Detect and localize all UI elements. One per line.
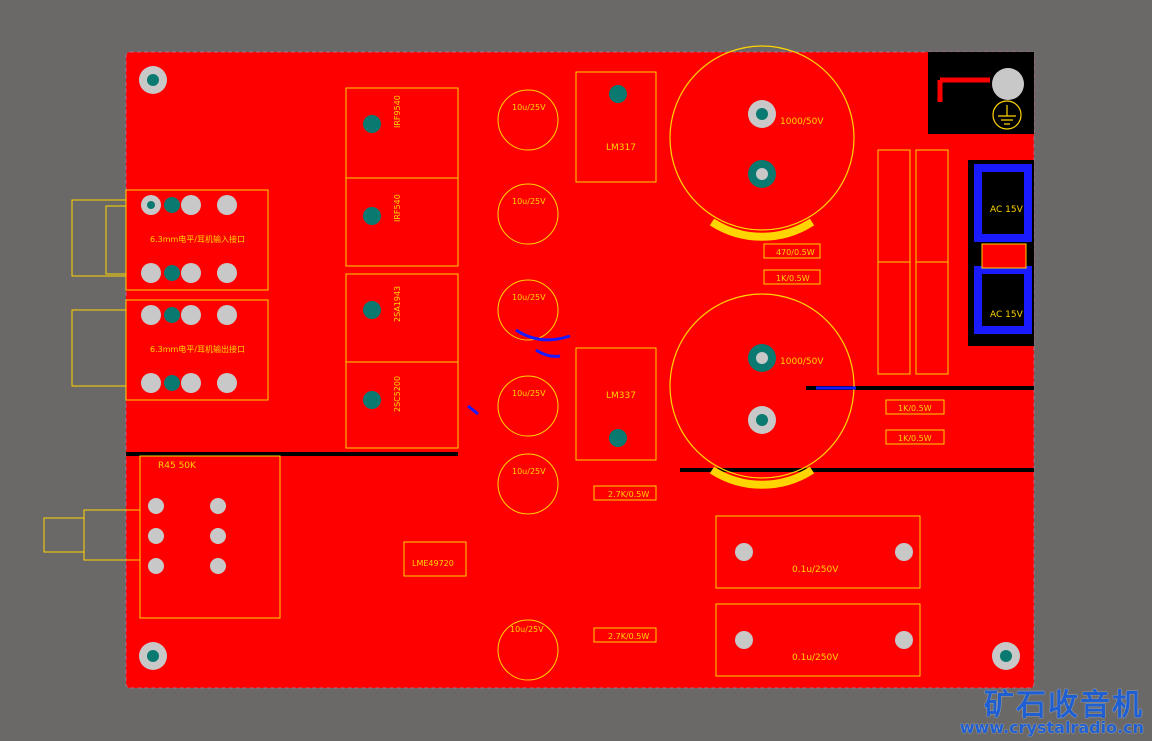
svg-text:LM337: LM337 — [606, 391, 636, 401]
connector-j5 — [981, 243, 1027, 269]
jack-j21: 6.3mm电平/耳机输出接口 — [71, 299, 269, 401]
film-caps: 0.1u/250V 0.1u/250V — [715, 515, 921, 677]
svg-text:1K/0.5W: 1K/0.5W — [898, 434, 932, 443]
ground-icon — [998, 105, 1016, 125]
ground-symbol-outline — [992, 100, 1022, 130]
right-block-line1: AC 15V — [990, 205, 1024, 215]
svg-text:2.7K/0.5W: 2.7K/0.5W — [608, 490, 649, 499]
svg-text:10u/25V: 10u/25V — [512, 103, 546, 112]
mounting-holes — [139, 66, 1020, 670]
regulators: LM317 LM337 — [575, 71, 657, 461]
j21-label: 6.3mm电平/耳机输出接口 — [150, 344, 245, 354]
bottom-layer-trace — [467, 328, 856, 416]
ic1: LME49720 — [403, 541, 467, 577]
svg-text:470/0.5W: 470/0.5W — [776, 248, 815, 257]
big-caps: 1000/50V 1000/50V — [669, 45, 855, 489]
center-resistors: 470/0.5W 1K/0.5W 1K/0.5W 1K/0.5W 2.7K/0.… — [593, 243, 945, 643]
connector-blue-1 — [974, 164, 1032, 242]
watermark-url: www.crystalradio.cn — [959, 718, 1144, 737]
svg-text:1000/50V: 1000/50V — [780, 117, 824, 127]
ground-pad — [992, 68, 1024, 100]
pot-r45: R45 50K — [43, 455, 281, 619]
right-vertical-caps — [877, 149, 949, 375]
svg-text:0.1u/250V: 0.1u/250V — [792, 565, 839, 575]
svg-text:1K/0.5W: 1K/0.5W — [898, 404, 932, 413]
svg-text:IRF540: IRF540 — [393, 194, 402, 222]
svg-text:2SA1943: 2SA1943 — [393, 286, 402, 322]
connector-blue-2 — [974, 266, 1032, 334]
r45-label: R45 50K — [158, 461, 197, 471]
svg-text:IRF9540: IRF9540 — [393, 95, 402, 128]
svg-text:1000/50V: 1000/50V — [780, 357, 824, 367]
svg-text:10u/25V: 10u/25V — [512, 467, 546, 476]
svg-text:10u/25V: 10u/25V — [510, 625, 544, 634]
small-caps: 10u/25V 10u/25V 10u/25V 10u/25V 10u/25V … — [497, 89, 559, 681]
watermark-cn: 矿石收音机 — [984, 688, 1144, 723]
svg-text:2SC5200: 2SC5200 — [393, 376, 402, 412]
svg-text:LME49720: LME49720 — [412, 559, 454, 568]
pcb-board — [125, 51, 1035, 689]
svg-text:1K/0.5W: 1K/0.5W — [776, 274, 810, 283]
svg-text:10u/25V: 10u/25V — [512, 197, 546, 206]
j20-label: 6.3mm电平/耳机输入接口 — [150, 234, 245, 244]
svg-text:10u/25V: 10u/25V — [512, 389, 546, 398]
svg-text:0.1u/250V: 0.1u/250V — [792, 653, 839, 663]
notch-trace — [937, 77, 990, 102]
right-block-line2: AC 15V — [990, 310, 1024, 320]
jack-j20: 6.3mm电平/耳机输入接口 — [71, 189, 269, 291]
heatsink-blocks: IRF9540 IRF540 2SA1943 2SC5200 — [345, 87, 459, 449]
svg-text:10u/25V: 10u/25V — [512, 293, 546, 302]
svg-text:LM317: LM317 — [606, 143, 636, 153]
svg-text:2.7K/0.5W: 2.7K/0.5W — [608, 632, 649, 641]
